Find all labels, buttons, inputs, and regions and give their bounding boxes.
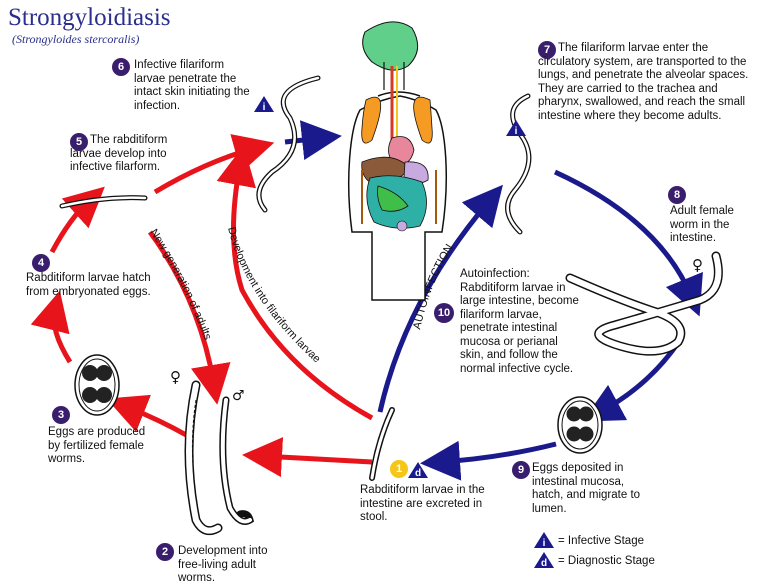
infective-stage-icon: i <box>254 96 274 113</box>
step-6-text: Infective filariform larvae penetrate th… <box>134 59 250 112</box>
infective-stage-icon-2: i <box>506 120 526 137</box>
human-body-illustration <box>347 21 447 301</box>
legend-diagnostic-icon: d <box>534 552 554 569</box>
female-symbol-8: ♀ <box>692 256 703 274</box>
legend-infective-letter: i <box>543 538 546 549</box>
step-5-badge: 5 <box>70 133 88 151</box>
arrow-development-filariform <box>216 145 374 421</box>
egg-step-3 <box>74 354 120 416</box>
page-title: Strongyloidiasis <box>8 4 171 31</box>
step-4-text: Rabditiform larvae hatch from embryonate… <box>26 272 151 298</box>
step-8-text: Adult female worm in the intestine. <box>670 205 734 244</box>
step-1-badge: 1 <box>390 460 408 478</box>
legend-diagnostic-label: = Diagnostic Stage <box>558 555 655 567</box>
step-6-badge: 6 <box>112 58 130 76</box>
step-2-badge: 2 <box>156 543 174 561</box>
arrow-4-to-5 <box>49 186 105 254</box>
step-10-text: Autoinfection: Rabditiform larvae in lar… <box>460 268 579 375</box>
svg-text:New generation of adults: New generation of adults <box>148 227 214 342</box>
diagnostic-letter: d <box>415 468 421 479</box>
page-subtitle: (Strongyloides stercoralis) <box>12 32 140 46</box>
infective-letter-2: i <box>515 126 518 137</box>
step-7-badge: 7 <box>538 41 556 59</box>
arrow-7-to-8 <box>553 169 703 317</box>
arrow-new-generation <box>147 230 231 405</box>
step-4-badge: 4 <box>32 254 50 272</box>
label-new-generation: New generation of adults <box>148 227 214 342</box>
infective-letter: i <box>263 102 266 113</box>
step-3-text: Eggs are produced by fertilized female w… <box>48 426 146 465</box>
male-symbol-2: ♂ <box>232 388 245 404</box>
arrow-6-to-7 <box>284 120 342 161</box>
filariform-larva-lungs <box>505 93 532 235</box>
step-9-text: Eggs deposited in intestinal mucosa, hat… <box>532 462 641 515</box>
egg-step-9 <box>557 396 603 454</box>
label-development-filariform: Development into filariform larvae <box>225 226 323 366</box>
legend-infective-icon: i <box>534 532 554 549</box>
arrow-3-to-4 <box>30 290 73 364</box>
svg-text:Development into filariform la: Development into filariform larvae <box>225 226 323 366</box>
arrow-9-to-1 <box>420 440 557 481</box>
step-3-badge: 3 <box>52 406 70 424</box>
diagnostic-stage-icon: d <box>408 462 428 479</box>
female-symbol-2: ♀ <box>170 368 181 386</box>
step-10-badge: 10 <box>434 303 454 323</box>
step-1-text: Rabditiform larvae in the intestine are … <box>360 484 485 523</box>
arrow-1-to-2 <box>242 437 373 478</box>
arrow-autoinfection <box>377 184 503 413</box>
step-8-badge: 8 <box>668 186 686 204</box>
step-2-text: Development into free-living adult worms… <box>178 545 268 584</box>
step-9-badge: 9 <box>512 461 530 479</box>
step-7-text: The filariform larvae enter the circulat… <box>538 42 749 122</box>
legend-infective-label: = Infective Stage <box>558 535 644 547</box>
legend-diagnostic-letter: d <box>541 558 547 569</box>
step-5-text: The rabditiform larvae develop into infe… <box>70 134 168 173</box>
arrow-2-to-3 <box>106 394 190 439</box>
